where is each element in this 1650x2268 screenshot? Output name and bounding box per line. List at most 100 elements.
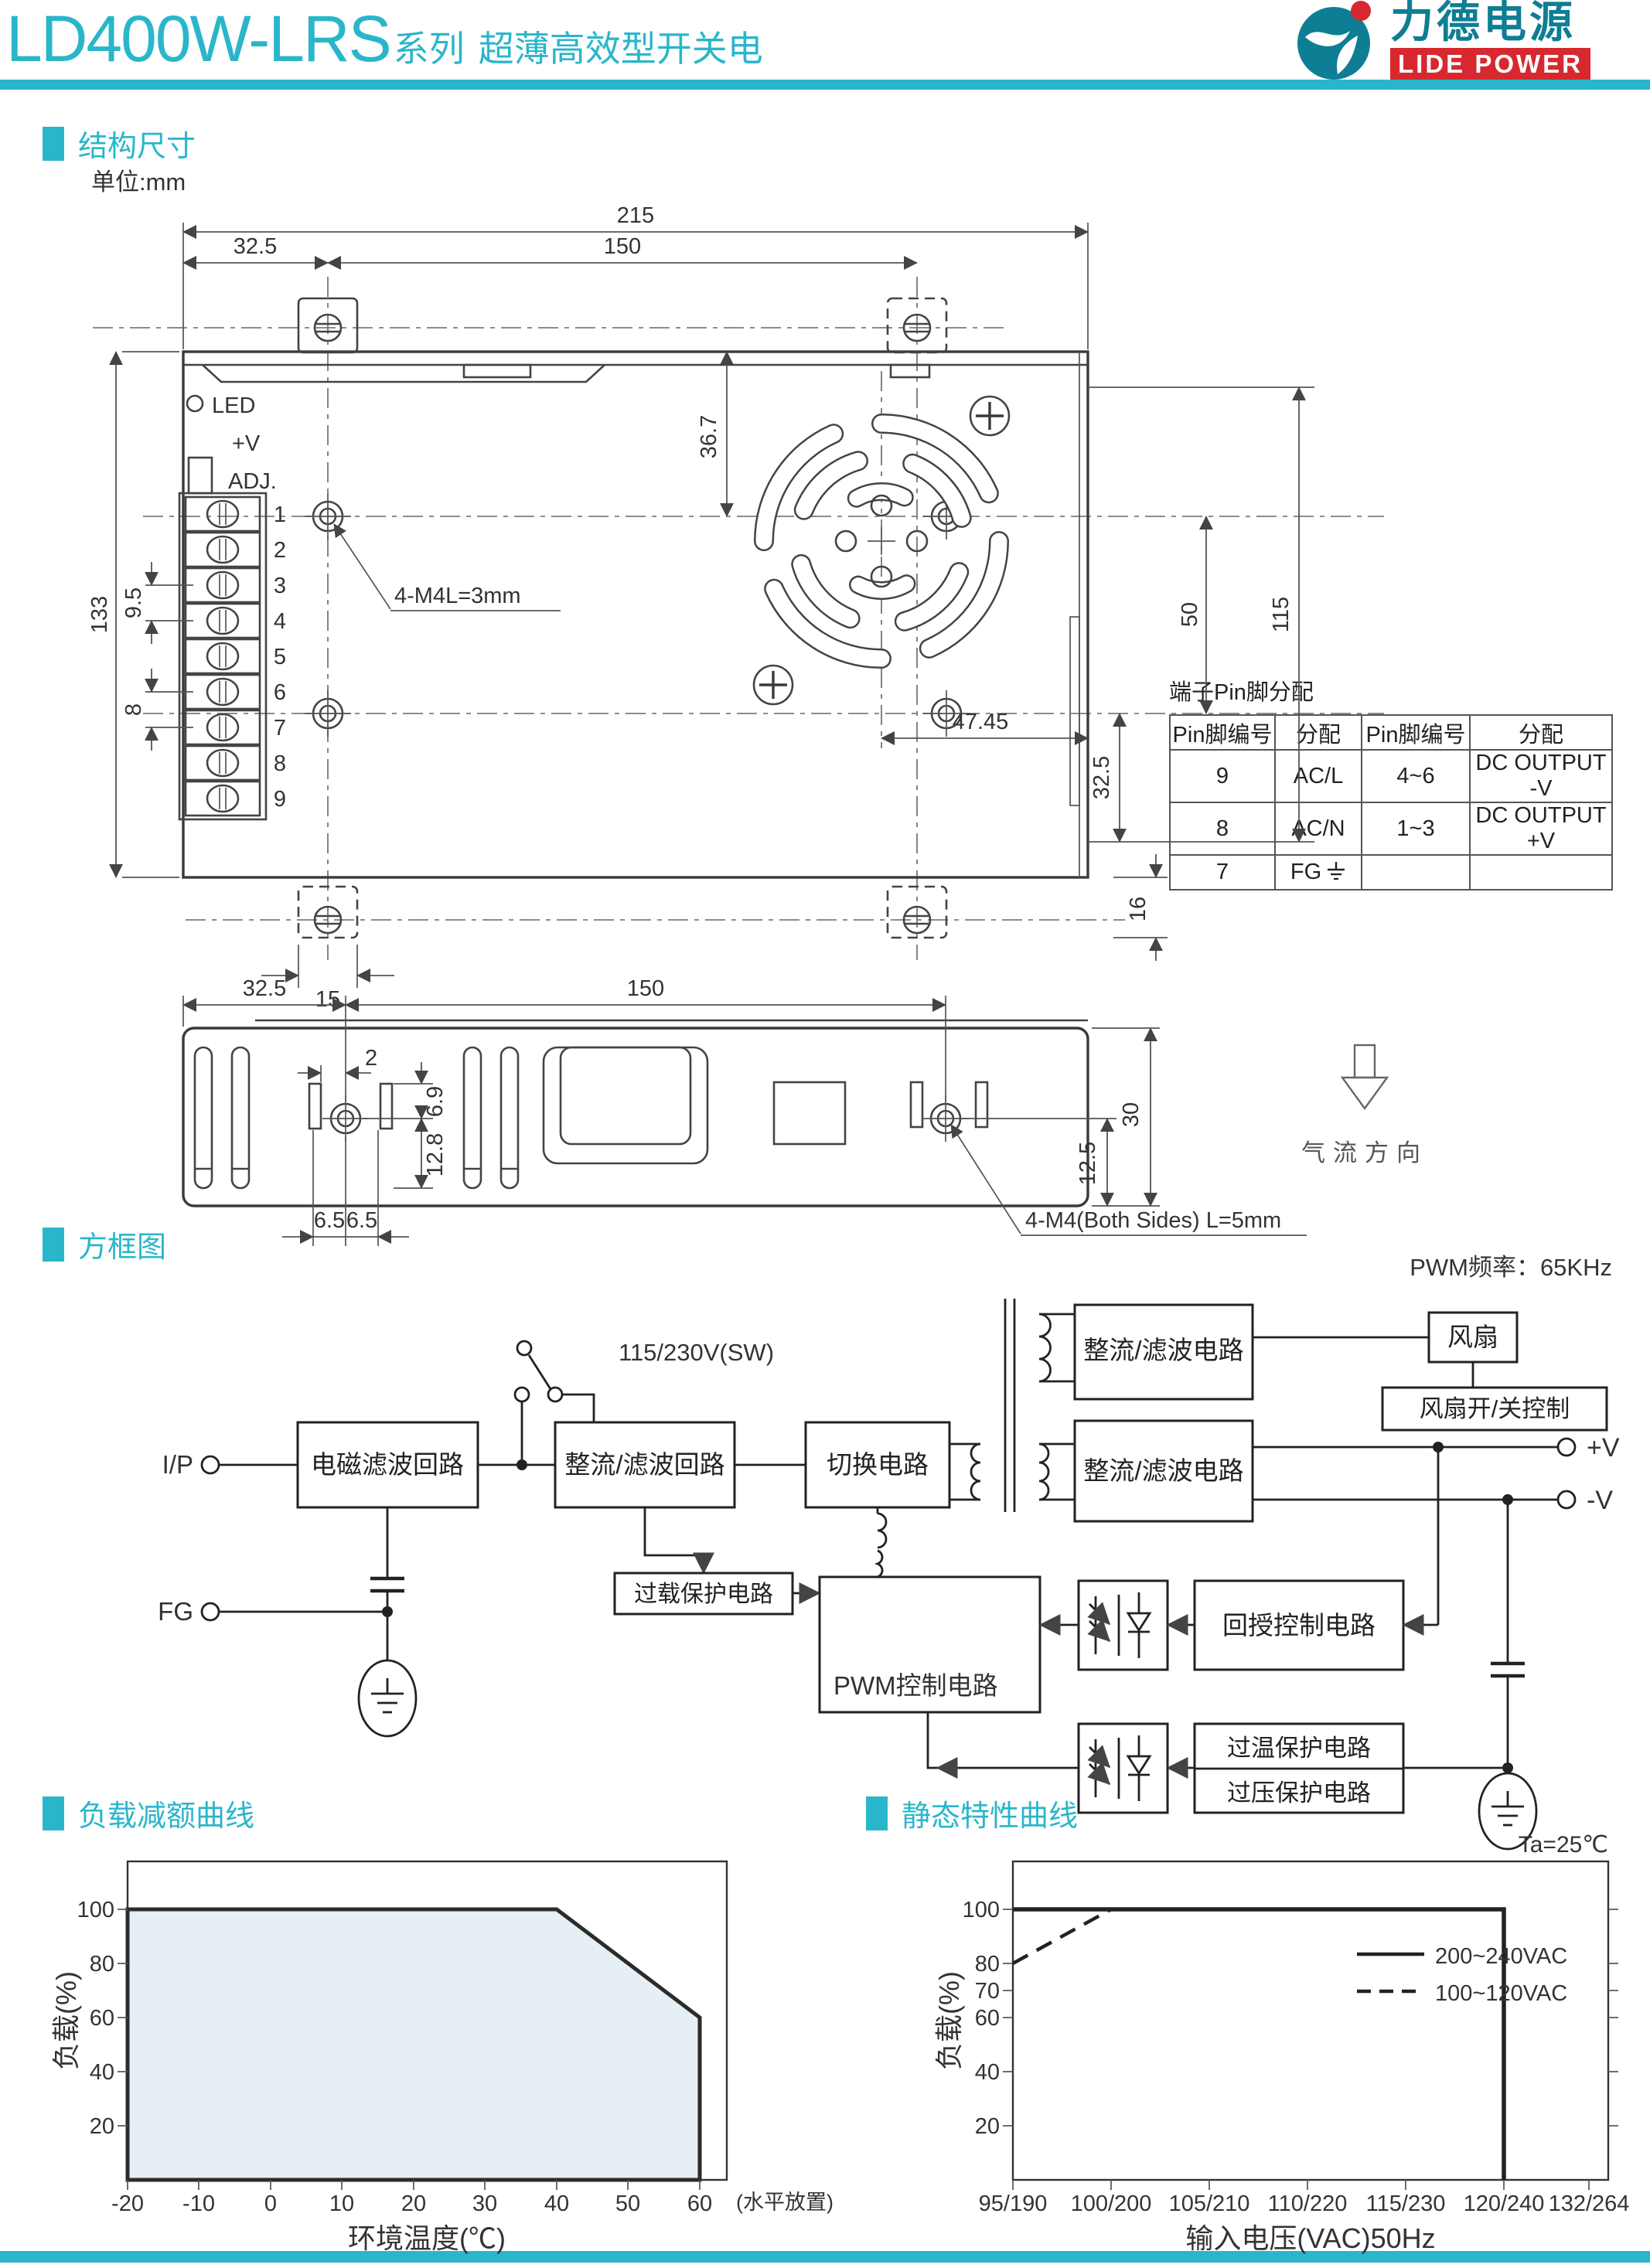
vplus-output-label: +V <box>1587 1433 1620 1463</box>
airflow-indicator: 气流方向 <box>1301 1044 1420 1166</box>
dim-side-65a: 6.5 <box>314 1208 345 1233</box>
vadj-plus-label: +V <box>232 431 261 456</box>
pin-col-header: Pin脚编号 <box>1169 714 1276 751</box>
x-tick: 95/190 <box>979 2191 1048 2216</box>
input-rectifier-box-label: 整流/滤波回路 <box>564 1450 724 1479</box>
terminal-number: 1 <box>274 502 286 527</box>
pin-assign: DC OUTPUT +V <box>1469 802 1613 856</box>
dim-side-69: 6.9 <box>423 1086 448 1117</box>
dim-side-65b: 6.5 <box>346 1208 377 1233</box>
ovp-box-label: 过压保护电路 <box>1227 1779 1371 1807</box>
x-tick: 100/200 <box>1071 2191 1152 2216</box>
fan-rectifier-box-label: 整流/滤波电路 <box>1083 1336 1243 1364</box>
dim-right-325: 32.5 <box>1089 756 1114 799</box>
section-derating-curve: 负载减额曲线 <box>43 1792 254 1834</box>
pin-col-header: Pin脚编号 <box>1361 714 1471 751</box>
terminal-number: 4 <box>274 609 286 634</box>
fg-terminal-label: FG <box>158 1597 193 1626</box>
unit-label: 单位:mm <box>91 169 186 196</box>
section-derating-label: 负载减额曲线 <box>78 1800 255 1833</box>
table-row: 7 FG <box>1169 854 1613 891</box>
y-axis-title: 负载(%) <box>50 1971 82 2070</box>
switching-box-label: 切换电路 <box>827 1450 929 1479</box>
adj-label: ADJ. <box>228 469 277 494</box>
pin-table-header-row: Pin脚编号 分配 Pin脚编号 分配 <box>1169 714 1613 751</box>
adj-potentiometer <box>187 456 213 495</box>
fan-grille <box>754 414 1009 669</box>
fg-label: FG <box>1290 860 1322 884</box>
x-tick: 0 <box>264 2191 277 2216</box>
terminal-number: 5 <box>274 645 286 669</box>
legend-dashed-label: 100~120VAC <box>1435 1981 1567 2006</box>
x-axis-title: 环境温度(℃) <box>348 2222 506 2254</box>
output-rectifier-box-label: 整流/滤波电路 <box>1083 1456 1243 1485</box>
footer-bar <box>0 2251 1650 2263</box>
dim-fan-to-edge: 47.45 <box>953 710 1009 734</box>
section-marker-icon <box>866 1796 888 1830</box>
terminal-block: 1 2 3 4 5 6 7 8 9 <box>178 492 286 821</box>
terminal-number: 9 <box>274 787 286 812</box>
section-structure: 结构尺寸 <box>43 122 196 165</box>
y-tick: 40 <box>90 2060 114 2085</box>
dim-bracket-span: 150 <box>604 234 641 259</box>
block-diagram: PWM频率：65KHz I/P FG 电磁滤波回路 115/230V(SW) 整… <box>158 1254 1620 1851</box>
x-axis-title: 输入电压(VAC)50Hz <box>1185 2222 1435 2254</box>
y-tick: 40 <box>975 2060 1000 2085</box>
side-view-drawing: 32.5 150 2 6.9 12.8 6.5 <box>182 976 1420 1246</box>
assign-col-header: 分配 <box>1469 714 1613 751</box>
y-tick: 80 <box>975 1952 1000 1977</box>
x-tick: 10 <box>329 2191 354 2216</box>
feedback-box-label: 回授控制电路 <box>1222 1611 1376 1640</box>
section-static-label: 静态特性曲线 <box>902 1800 1079 1833</box>
company-logo: 力德电源 LIDE POWER <box>1290 0 1647 82</box>
table-row: 9 AC/L 4~6 DC OUTPUT -V <box>1169 749 1613 803</box>
terminal-number: 6 <box>274 680 286 705</box>
pin-assign <box>1469 854 1613 891</box>
terminal-number: 2 <box>274 538 286 563</box>
pin-number: 1~3 <box>1361 802 1471 856</box>
dim-side-150: 150 <box>627 976 664 1001</box>
led-indicator <box>186 394 204 413</box>
dim-right-16: 16 <box>1126 897 1151 921</box>
table-row: 8 AC/N 1~3 DC OUTPUT +V <box>1169 802 1613 856</box>
section-static-curve: 静态特性曲线 <box>866 1792 1078 1834</box>
series-100-120vac <box>1011 1908 1113 1965</box>
static-characteristic-chart: Ta=25℃ 200~240VAC 100~120VAC 100 80 70 6… <box>933 1832 1629 2254</box>
y-axis-title: 负载(%) <box>933 1971 965 2070</box>
dim-right-50: 50 <box>1178 602 1202 627</box>
dim-side-2: 2 <box>365 1046 377 1071</box>
pwm-box-label: PWM控制电路 <box>834 1671 998 1700</box>
pin-assign: AC/L <box>1274 749 1362 803</box>
section-marker-icon <box>43 1796 64 1830</box>
series-200-240vac <box>1013 1907 1506 2180</box>
logo-swoosh2 <box>1337 36 1358 74</box>
overload-box-label: 过载保护电路 <box>634 1582 773 1607</box>
input-label: I/P <box>162 1450 193 1479</box>
section-block-diagram: 方框图 <box>43 1223 166 1265</box>
y-tick: 100 <box>77 1898 114 1922</box>
pin-assign: FG <box>1274 854 1362 891</box>
section-block-label: 方框图 <box>78 1231 167 1264</box>
series-suffix: 系列 <box>393 29 465 69</box>
otp-box-label: 过温保护电路 <box>1227 1735 1371 1762</box>
terminal-number: 7 <box>274 716 286 741</box>
page-header-title: LD400W-LRS 系列 超薄高效型开关电 <box>6 2 763 77</box>
y-tick: 60 <box>90 2006 114 2031</box>
dim-terminal-pitch2: 8 <box>121 703 146 716</box>
logo-mark-icon <box>1297 1 1371 80</box>
dim-overall-height: 133 <box>87 596 112 633</box>
pin-number: 8 <box>1169 802 1276 856</box>
emi-filter-box-label: 电磁滤波回路 <box>311 1450 464 1479</box>
section-marker-icon <box>43 126 64 161</box>
y-tick: 70 <box>975 1979 1000 2004</box>
pin-table-title: 端子Pin脚分配 <box>1169 680 1314 705</box>
pin-number: 9 <box>1169 749 1276 803</box>
page-subtitle: 超薄高效型开关电 <box>478 29 763 69</box>
pwm-frequency-note: PWM频率：65KHz <box>1410 1254 1612 1281</box>
x-tick: 120/240 <box>1464 2191 1545 2216</box>
header-divider <box>0 80 1650 90</box>
terminal-number: 3 <box>274 574 286 598</box>
ambient-note: Ta=25℃ <box>1519 1832 1608 1858</box>
